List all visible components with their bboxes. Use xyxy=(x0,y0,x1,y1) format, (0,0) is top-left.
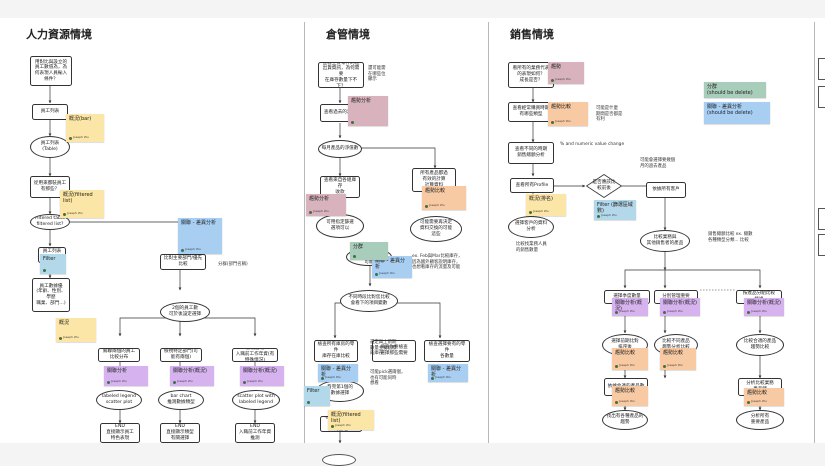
sticky-note[interactable]: Filter (篩選區域數)Joseph Wu xyxy=(594,200,636,220)
sales-decision-label: 是否應該比 較前後 xyxy=(592,180,616,191)
sales-note-5: 可能是什麼 期間是否都是 有利 xyxy=(596,106,623,123)
wh-note-3: 可能pick選兩個， 也有可能同時 想看 xyxy=(370,370,406,387)
sales-node-2[interactable]: 查看經常購買時期有哪些類型 xyxy=(508,102,554,122)
wh-node-11[interactable]: 檢查你要檢查 選擇那些需要 xyxy=(372,340,416,362)
hr-end-1-node[interactable]: END 直接顯示員工 特色表現 xyxy=(100,423,140,443)
legend-sticky-association[interactable]: 關聯 - 差異分析 (should be delete) xyxy=(704,102,770,124)
sales-decision-node[interactable]: 是否應該比 較前後 xyxy=(586,174,622,198)
sticky-note[interactable]: Filter xyxy=(40,254,66,274)
hr-question-node[interactable]: 用對比與設立的員工數值為，為何表現人員輸入條件？ xyxy=(30,56,72,86)
sales-node-17[interactable]: 分析所有 重要產品 xyxy=(736,410,784,430)
sales-node-16[interactable]: 找出有各種產品的 趨勢 xyxy=(602,410,648,430)
sticky-note[interactable]: 概況(filtered list)Joseph Wu xyxy=(328,410,374,430)
wh-node-9[interactable]: 不同時段比對您比較 會看下的項目變數 xyxy=(340,290,398,312)
sticky-note[interactable]: 關聯分析(概況)Joseph Wu xyxy=(240,366,284,386)
hr-end-3-node[interactable]: END 入職前工作年資 推測 xyxy=(235,423,275,443)
sales-node-4[interactable]: 查看所有Profile xyxy=(510,178,554,193)
sales-note-3: 可能會選擇要幾個 月的過去產品 xyxy=(640,158,676,169)
sales-note-4: 銷售總額比較 ex. 總數 各種類型分類... 比較 xyxy=(708,232,753,243)
hr-employee-table-node[interactable]: 員工列表 (Table) xyxy=(30,136,70,158)
sales-node-3[interactable]: 查看不同的時期 銷售總額分析 xyxy=(508,142,554,164)
hr-two-employee-node[interactable]: 2個的員工數 可於後設定選擇 xyxy=(160,302,210,322)
wh-question-node[interactable]: 查看主要零件的進出貨資訊，為何需要 在庫存數量下不下？ xyxy=(318,62,364,88)
offscreen-frame-fragment xyxy=(818,58,825,80)
hr-branch-2-node[interactable]: 檢視特定部門(可能有兩個) xyxy=(160,348,202,362)
sticky-note[interactable]: 概況(bar)Joseph Wu xyxy=(66,114,104,142)
lane-title-hr: 人力資源情境 xyxy=(26,28,92,41)
hr-filtered-table-node[interactable]: Filtered table filtered list? xyxy=(30,214,70,230)
sticky-note[interactable]: Filter xyxy=(304,386,330,406)
hr-chart-1-node[interactable]: labeled legend scatter plot xyxy=(96,390,142,410)
wh-note-1: ex. Feb與Mar比較庫存， 因為國外顧客說明庫存， 也想看庫存的流量及可能 xyxy=(412,254,463,271)
wh-node-3[interactable]: 每月產品的淨值數 xyxy=(318,140,362,158)
sales-node-5[interactable]: 選擇客戶的資料 分析 xyxy=(508,216,554,238)
wh-side-note: 還可能需 在哪些位 顯示 xyxy=(368,66,386,83)
wh-partial-ellipse xyxy=(322,454,356,466)
sticky-note[interactable]: 趨勢分析 xyxy=(348,96,388,126)
wh-node-6[interactable]: 可用指定篩選 選項可以 xyxy=(316,214,364,238)
lane-divider-2 xyxy=(488,22,489,443)
hr-dept-compare-node[interactable]: 比對主要部門/優先比較 xyxy=(160,254,206,270)
sales-node-6[interactable]: 依據所有客戶 xyxy=(646,182,686,198)
offscreen-frame-fragment xyxy=(818,234,825,256)
sticky-note[interactable]: 關聯分析(概況)Joseph Wu xyxy=(612,298,648,316)
sticky-note[interactable]: 關聯分析(概況)Joseph Wu xyxy=(170,366,214,386)
wh-note-2: 選定與上前期 數量主要指標 的庫存 xyxy=(370,340,397,357)
hr-branch-1-node[interactable]: 關聯兩個的員工比較分布 xyxy=(98,348,140,362)
sales-note-2: 比較找業務人員 的銷售數量 xyxy=(516,242,547,253)
wh-node-12[interactable]: 檢查選擇要有的零件 各數量 xyxy=(424,340,470,362)
hr-employee-list-node[interactable]: 員工列表 xyxy=(32,104,68,120)
sticky-note[interactable]: 概況(filtered list)Joseph Wu xyxy=(60,190,104,218)
wh-node-10[interactable]: 檢查所有庫房的零件 庫存在庫比較 xyxy=(314,340,358,362)
lane-divider-1 xyxy=(304,22,305,443)
sticky-note[interactable]: 分群 xyxy=(350,242,388,260)
hr-compare-node[interactable]: 員工數據優 (年齡、性別、學歷 職業、部門…) xyxy=(32,278,70,312)
sticky-note[interactable]: 關聯分析(概況)Joseph Wu xyxy=(660,298,700,316)
hr-dept-note: 分群(部門名稱) xyxy=(218,262,248,267)
hr-chart-3-node[interactable]: scatter plot with labeled legend xyxy=(232,390,280,410)
sales-question-node[interactable]: 看所有的業務代表的表現如何？ 成長是否？ xyxy=(508,62,554,88)
legend-sticky-cluster[interactable]: 分群 (should be delete) xyxy=(704,82,766,98)
whiteboard-canvas[interactable]: 人力資源情境 倉管情境 銷售情境 用對比與設立的員工數值為，為何表現人員輸入條件… xyxy=(0,18,825,466)
sales-node-7[interactable]: 比較業務與 其他銷售者的產品 xyxy=(640,230,690,252)
lane-title-warehouse: 倉管情境 xyxy=(326,28,370,41)
hr-chart-2-node[interactable]: bar chart 推測數據類型 xyxy=(158,390,204,410)
wh-node-4[interactable]: 查看來自各組庫存 收款 xyxy=(320,176,360,198)
sales-node-13[interactable]: 比較合適的產品 趨勢比較 xyxy=(736,334,784,356)
sales-note-1: % and numeric value change xyxy=(560,142,625,147)
sticky-note[interactable]: 關聯分析(概況)Joseph Wu xyxy=(744,298,784,316)
lane-divider-3 xyxy=(814,22,815,443)
offscreen-frame-fragment xyxy=(818,86,825,108)
hr-branch-3-node[interactable]: 檢視營運 入職前工作年資(有特殊情況) xyxy=(232,348,278,362)
sticky-note[interactable]: 概況(排名)Joseph Wu xyxy=(526,194,566,216)
hr-end-2-node[interactable]: END 直接顯示類型 有關選擇 xyxy=(160,423,200,443)
offscreen-frame-fragment xyxy=(818,208,825,230)
wh-node-7[interactable]: 可能需要再決定 資料交換的可能 這些 xyxy=(410,216,462,242)
lane-title-sales: 銷售情境 xyxy=(510,28,554,41)
